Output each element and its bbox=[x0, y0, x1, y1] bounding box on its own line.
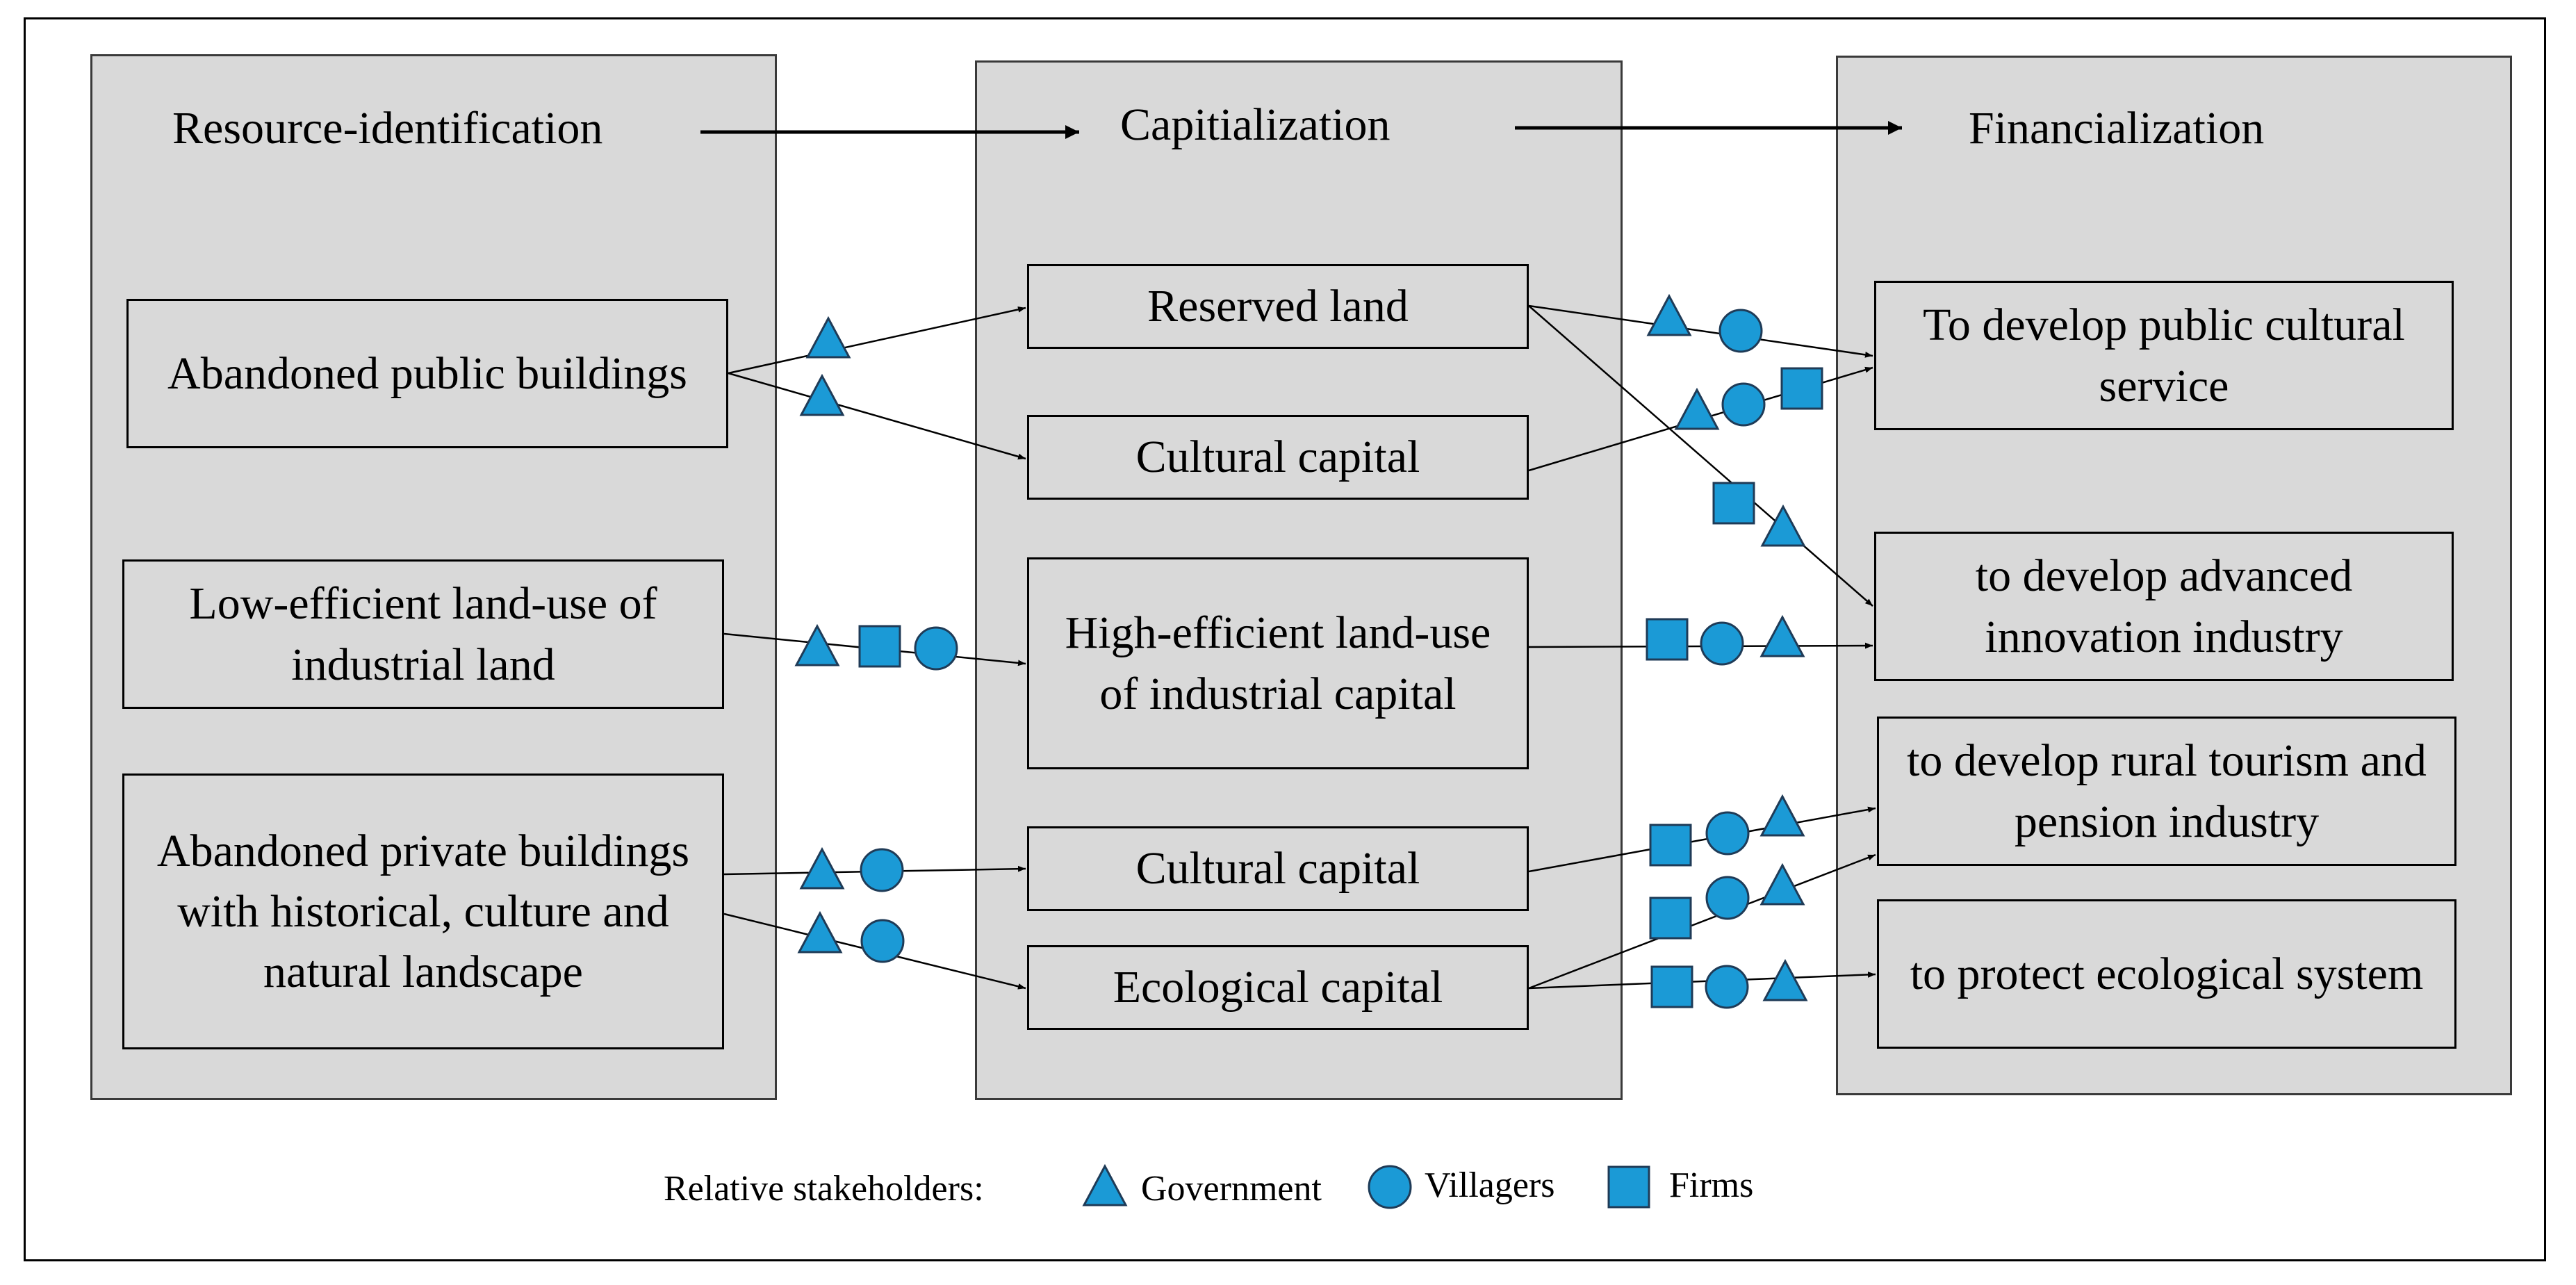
firms-icon bbox=[1712, 482, 1755, 525]
capital-high-efficient-industrial-capital: High-efficient land-use of industrial ca… bbox=[1027, 557, 1529, 769]
villagers-icon bbox=[1721, 382, 1766, 427]
capital-ecological-capital: Ecological capital bbox=[1027, 945, 1529, 1030]
link-reserved-to-public-service bbox=[1528, 304, 1873, 358]
goal-advanced-innovation-industry: to develop advanced innovation industry bbox=[1874, 532, 2454, 681]
villagers-icon bbox=[1705, 876, 1750, 920]
government-icon bbox=[1759, 614, 1805, 657]
government-icon bbox=[799, 373, 845, 416]
government-icon bbox=[1759, 862, 1805, 906]
link-cultural-to-tourism bbox=[1528, 806, 1876, 873]
firms-icon bbox=[1780, 367, 1823, 410]
government-icon bbox=[805, 316, 851, 359]
villagers-icon bbox=[860, 919, 905, 963]
villagers-icon bbox=[860, 848, 904, 892]
government-icon bbox=[794, 623, 840, 666]
resource-abandoned-public-buildings: Abandoned public buildings bbox=[126, 299, 728, 448]
firms-icon bbox=[858, 625, 901, 668]
villagers-icon bbox=[914, 626, 958, 671]
legend-villagers-label: Villagers bbox=[1425, 1165, 1555, 1205]
firms-icon bbox=[1649, 897, 1692, 940]
firms-icon bbox=[1649, 824, 1692, 867]
government-icon bbox=[1760, 504, 1806, 547]
legend-villagers-icon bbox=[1368, 1165, 1412, 1209]
government-icon bbox=[797, 910, 843, 953]
link-public-to-cultural bbox=[728, 372, 1026, 460]
legend-title: Relative stakeholders: bbox=[664, 1169, 984, 1209]
stage-title-financialization: Financialization bbox=[1969, 103, 2265, 154]
villagers-icon bbox=[1718, 309, 1763, 353]
goal-rural-tourism-pension: to develop rural tourism and pension ind… bbox=[1877, 717, 2456, 866]
capital-cultural-capital-lower: Cultural capital bbox=[1027, 826, 1529, 911]
link-public-to-reserved bbox=[728, 306, 1026, 375]
firms-icon bbox=[1646, 618, 1689, 661]
capital-cultural-capital-upper: Cultural capital bbox=[1027, 415, 1529, 500]
villagers-icon bbox=[1700, 621, 1744, 666]
stage-title-resource: Resource-identification bbox=[172, 103, 603, 154]
link-ecological-to-ecology bbox=[1528, 972, 1876, 990]
resource-abandoned-private-buildings: Abandoned private buildings with histori… bbox=[122, 774, 724, 1049]
legend-government-label: Government bbox=[1141, 1169, 1322, 1209]
legend-firms-label: Firms bbox=[1669, 1165, 1754, 1205]
goal-protect-ecological-system: to protect ecological system bbox=[1877, 899, 2456, 1049]
link-reserved-to-innovation bbox=[1528, 305, 1873, 607]
goal-public-cultural-service: To develop public cultural service bbox=[1874, 281, 2454, 430]
villagers-icon bbox=[1705, 811, 1750, 856]
legend-firms-icon bbox=[1607, 1165, 1650, 1209]
legend-government-icon bbox=[1082, 1163, 1128, 1206]
capital-reserved-land: Reserved land bbox=[1027, 264, 1529, 349]
stage-title-capitalization: Capitialization bbox=[1120, 99, 1390, 150]
government-icon bbox=[1646, 293, 1692, 336]
government-icon bbox=[799, 846, 845, 890]
government-icon bbox=[1759, 794, 1805, 837]
link-ecological-to-tourism bbox=[1528, 853, 1876, 990]
government-icon bbox=[1762, 958, 1808, 1001]
firms-icon bbox=[1650, 965, 1693, 1008]
villagers-icon bbox=[1705, 965, 1749, 1009]
resource-low-efficient-industrial-land: Low-efficient land-use of industrial lan… bbox=[122, 559, 724, 709]
government-icon bbox=[1674, 387, 1720, 430]
